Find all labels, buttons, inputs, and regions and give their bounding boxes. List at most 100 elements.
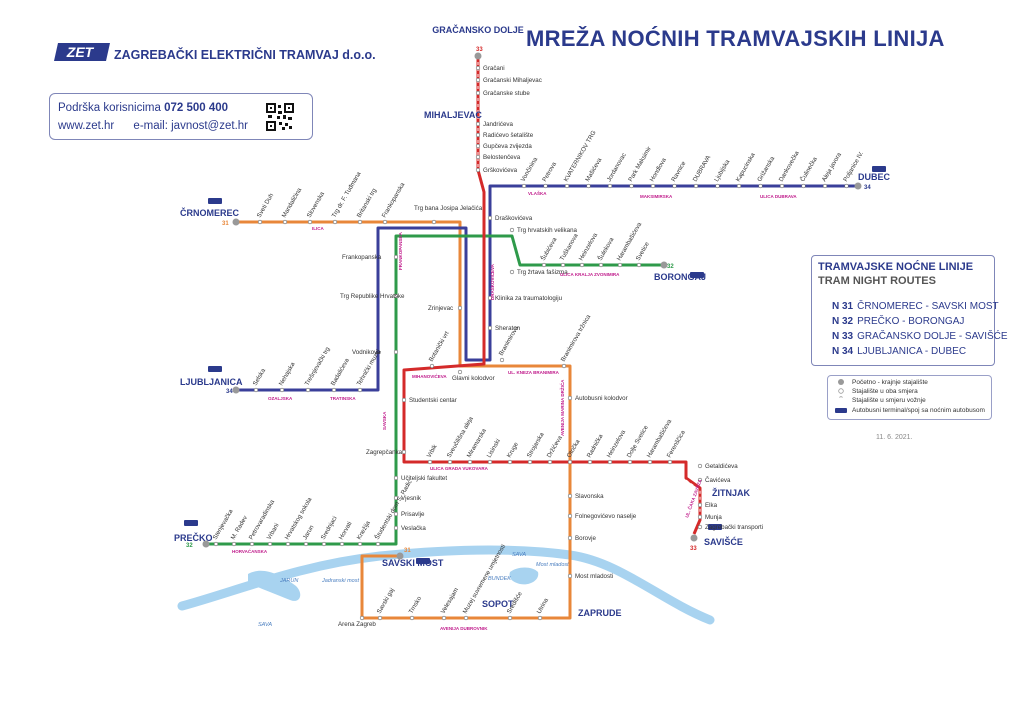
station-stop[interactable] [636, 262, 642, 268]
station-stop[interactable] [393, 475, 399, 481]
station-stop[interactable] [697, 524, 703, 530]
station-stop[interactable] [521, 183, 527, 189]
station-stop[interactable] [427, 459, 433, 465]
station-stop[interactable] [321, 541, 327, 547]
station-stop[interactable] [560, 262, 566, 268]
station-stop[interactable] [547, 459, 553, 465]
station-stop[interactable] [598, 262, 604, 268]
station-stop[interactable] [357, 219, 363, 225]
station-stop[interactable] [693, 183, 699, 189]
station-stop[interactable] [587, 459, 593, 465]
station-stop[interactable] [467, 459, 473, 465]
station-stop[interactable] [375, 541, 381, 547]
station-stop[interactable] [305, 387, 311, 393]
station-stop[interactable] [257, 219, 263, 225]
station-stop[interactable] [697, 463, 703, 469]
station-stop[interactable] [627, 459, 633, 465]
station-stop[interactable] [339, 541, 345, 547]
station-stop[interactable] [617, 262, 623, 268]
station-stop[interactable] [253, 387, 259, 393]
qr-code-icon[interactable] [266, 103, 294, 131]
station-stop[interactable] [567, 493, 573, 499]
station-stop[interactable] [447, 459, 453, 465]
station-stop[interactable] [475, 143, 481, 149]
station-stop[interactable] [499, 357, 505, 363]
station-stop[interactable] [401, 397, 407, 403]
station-stop[interactable] [567, 535, 573, 541]
station-stop[interactable] [586, 183, 591, 189]
station-stop[interactable] [359, 615, 365, 621]
station-stop[interactable] [509, 269, 515, 275]
station-stop[interactable] [475, 77, 481, 83]
station-stop[interactable] [393, 293, 399, 299]
station-stop[interactable] [779, 183, 785, 189]
station-stop[interactable] [537, 615, 543, 621]
station-stop[interactable] [457, 369, 463, 375]
station-stop[interactable] [213, 541, 219, 547]
station-stop[interactable] [561, 363, 567, 369]
station-stop[interactable] [564, 183, 570, 189]
station-stop[interactable] [441, 615, 447, 621]
station-stop[interactable] [697, 514, 703, 520]
station-stop[interactable] [567, 573, 573, 579]
station-stop[interactable] [429, 363, 435, 369]
station-stop[interactable] [844, 183, 849, 189]
station-stop[interactable] [475, 167, 481, 173]
station-stop[interactable] [249, 541, 255, 547]
station-stop[interactable] [541, 262, 547, 268]
station-stop[interactable] [487, 295, 493, 301]
station-stop[interactable] [487, 215, 493, 221]
station-stop[interactable] [801, 183, 806, 189]
station-stop[interactable] [267, 541, 273, 547]
station-stop[interactable] [475, 132, 481, 138]
station-stop[interactable] [487, 325, 493, 331]
station-stop[interactable] [543, 183, 548, 189]
station-stop[interactable] [715, 183, 720, 189]
station-stop[interactable] [697, 502, 703, 508]
station-stop[interactable] [431, 219, 437, 225]
station-stop[interactable] [357, 541, 363, 547]
station-stop[interactable] [487, 459, 493, 465]
station-stop[interactable] [475, 154, 481, 160]
station-stop[interactable] [567, 459, 573, 465]
station-stop[interactable] [607, 183, 613, 189]
station-stop[interactable] [647, 459, 653, 465]
station-stop[interactable] [736, 183, 742, 189]
station-stop[interactable] [607, 459, 613, 465]
station-stop[interactable] [382, 219, 388, 225]
station-stop[interactable] [822, 183, 828, 189]
station-stop[interactable] [457, 305, 463, 311]
station-stop[interactable] [507, 459, 513, 465]
station-stop[interactable] [231, 541, 237, 547]
station-stop[interactable] [303, 541, 309, 547]
station-stop[interactable] [409, 615, 415, 621]
station-stop[interactable] [567, 513, 573, 519]
station-stop[interactable] [377, 615, 383, 621]
station-stop[interactable] [393, 349, 399, 355]
station-stop[interactable] [672, 183, 677, 189]
station-stop[interactable] [393, 495, 399, 501]
station-stop[interactable] [307, 219, 313, 225]
station-stop[interactable] [393, 254, 399, 260]
website-link[interactable]: www.zet.hr [58, 120, 115, 132]
station-stop[interactable] [567, 395, 573, 401]
station-stop[interactable] [357, 387, 363, 393]
station-stop[interactable] [650, 183, 656, 189]
station-stop[interactable] [507, 615, 513, 621]
station-stop[interactable] [697, 477, 703, 483]
station-stop[interactable] [279, 387, 285, 393]
station-stop[interactable] [332, 219, 338, 225]
station-stop[interactable] [509, 227, 515, 233]
station-stop[interactable] [629, 183, 634, 189]
station-stop[interactable] [475, 90, 481, 96]
station-stop[interactable] [475, 121, 481, 127]
station-stop[interactable] [331, 387, 337, 393]
station-stop[interactable] [667, 459, 673, 465]
station-stop[interactable] [758, 183, 763, 189]
support-phone[interactable]: 072 500 400 [164, 102, 229, 114]
station-stop[interactable] [282, 219, 288, 225]
